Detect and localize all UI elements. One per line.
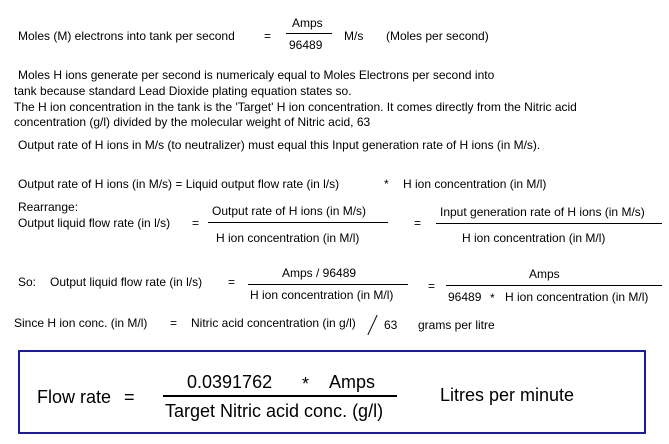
- equals-sign: =: [170, 316, 178, 330]
- rearrange-label: Rearrange:: [18, 200, 79, 214]
- fraction-numerator: Input generation rate of H ions (in M/s): [440, 205, 645, 219]
- since-denominator: 63: [384, 318, 398, 332]
- since-unit: grams per litre: [418, 318, 495, 332]
- output-equation-lhs: Output rate of H ions (in M/s) = Liquid …: [18, 177, 340, 191]
- paragraph-line: Moles H ions generate per second is nume…: [18, 68, 495, 82]
- so-lhs: Output liquid flow rate (in l/s): [50, 275, 203, 289]
- equals-sign: =: [192, 216, 200, 230]
- since-rhs: Nitric acid concentration (in g/l): [191, 316, 356, 330]
- equals-sign: =: [414, 216, 422, 230]
- division-slash: [367, 314, 378, 336]
- flow-denominator: Target Nitric acid conc. (g/l): [165, 401, 384, 421]
- multiply-sign: *: [384, 177, 389, 191]
- multiply-sign: *: [302, 374, 310, 394]
- fraction-bar: [208, 222, 388, 223]
- fraction-bar: [286, 33, 332, 34]
- flow-rate-label: Flow rate: [37, 387, 112, 407]
- unit-label: M/s: [344, 29, 364, 43]
- so-label: So:: [18, 275, 37, 289]
- fraction-numerator: Amps / 96489: [282, 266, 357, 280]
- flow-numerator-amps: Amps: [329, 372, 376, 392]
- paragraph-line: concentration (g/l) divided by the molec…: [14, 115, 371, 129]
- fraction-denominator: H ion concentration (in M/l): [216, 231, 360, 245]
- fraction-numerator: Amps: [529, 267, 560, 281]
- equals-sign: =: [124, 387, 135, 407]
- fraction-denominator: H ion concentration (in M/l): [250, 288, 394, 302]
- fraction-denominator: H ion concentration (in M/l): [462, 231, 606, 245]
- output-equation-rhs: H ion concentration (in M/l): [403, 177, 547, 191]
- fraction-bar: [446, 285, 662, 286]
- fraction-bar: [248, 284, 408, 285]
- fraction-bar: [163, 395, 397, 397]
- flow-rate-box: [18, 350, 646, 434]
- since-lhs: Since H ion conc. (in M/l): [14, 316, 148, 330]
- moles-electrons-label: Moles (M) electrons into tank per second: [18, 29, 235, 43]
- fraction-numerator: Output rate of H ions (in M/s): [212, 204, 367, 218]
- fraction-denominator-number: 96489: [448, 290, 482, 304]
- fraction-bar: [436, 223, 662, 224]
- multiply-sign: *: [490, 291, 495, 305]
- fraction-denominator: 96489: [289, 38, 323, 52]
- rearrange-lhs: Output liquid flow rate (in l/s): [18, 216, 171, 230]
- flow-numerator-constant: 0.0391762: [187, 372, 273, 392]
- equals-sign: =: [228, 275, 236, 289]
- output-rate-statement: Output rate of H ions in M/s (to neutral…: [18, 138, 541, 152]
- paragraph-line: The H ion concentration in the tank is t…: [14, 100, 577, 114]
- equals-sign: =: [264, 29, 272, 43]
- fraction-numerator: Amps: [292, 16, 323, 30]
- unit-note: (Moles per second): [386, 29, 489, 43]
- flow-unit: Litres per minute: [440, 385, 575, 405]
- paragraph-line: tank because standard Lead Dioxide plati…: [14, 84, 352, 98]
- fraction-denominator-text: H ion concentration (in M/l): [505, 290, 649, 304]
- equals-sign: =: [428, 279, 436, 293]
